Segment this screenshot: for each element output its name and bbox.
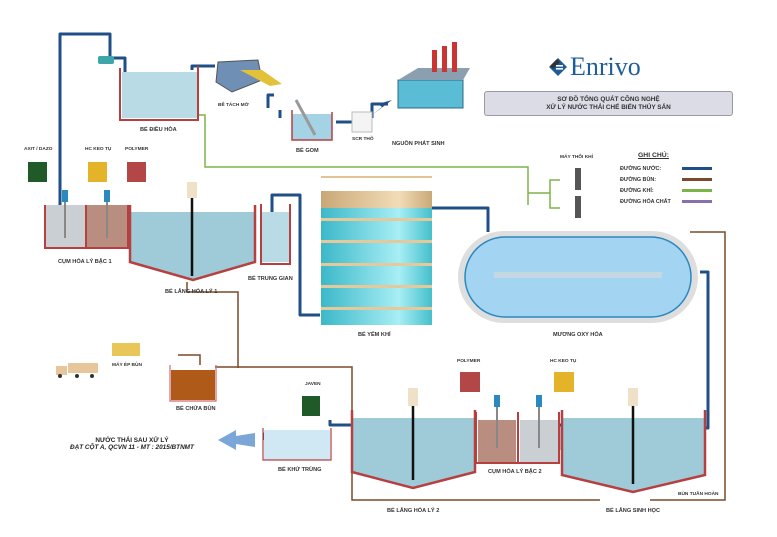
brand-logo: Enrivo bbox=[548, 52, 641, 82]
intermediate-tank bbox=[262, 212, 290, 262]
label-settling2: BỂ LẮNG HÓA LÝ 2 bbox=[387, 506, 439, 514]
sludge-tank bbox=[171, 370, 215, 400]
discharge-line-2: ĐẠT CỘT A, QCVN 11 - MT : 2015/BTNMT bbox=[70, 444, 194, 451]
legend-item: ĐƯỜNG NƯỚC: bbox=[620, 163, 740, 174]
blower-icon bbox=[575, 168, 581, 190]
brand-name: Enrivo bbox=[570, 52, 641, 81]
legend-swatch-sludge bbox=[682, 178, 712, 181]
label-intermediate: BỂ TRUNG GIAN bbox=[248, 275, 293, 282]
title-line-2: XỬ LÝ NƯỚC THẢI CHẾ BIẾN THỦY SẢN bbox=[546, 104, 671, 111]
legend-item: ĐƯỜNG HÓA CHẤT bbox=[620, 196, 740, 207]
label-screen: SCR THÔ bbox=[352, 134, 374, 142]
legend-label: ĐƯỜNG BÙN: bbox=[620, 176, 657, 183]
label-acid: AXIT / DAZO bbox=[24, 146, 53, 152]
label-poly1: POLYMER bbox=[125, 146, 149, 152]
legend-label: ĐƯỜNG KHÍ: bbox=[620, 187, 654, 194]
truck-icon bbox=[56, 363, 98, 378]
blower-icon bbox=[575, 196, 581, 218]
label-sludge-return: BÙN TUẦN HOÀN bbox=[678, 490, 719, 497]
physchem2 bbox=[475, 395, 560, 464]
filter-press-icon bbox=[112, 343, 140, 356]
chem-tank-coag2 bbox=[554, 372, 574, 392]
label-coag1: HC KEO TỤ bbox=[85, 146, 112, 152]
chem-tank-poly1 bbox=[127, 162, 146, 182]
label-filter-press: MÁY ÉP BÙN bbox=[112, 360, 142, 368]
label-physchem2: CỤM HÓA LÝ BẬC 2 bbox=[488, 467, 542, 475]
diagram-title: SƠ ĐỒ TỔNG QUÁT CÔNG NGHỆ XỬ LÝ NƯỚC THẢ… bbox=[484, 91, 733, 116]
pump-icon bbox=[98, 56, 114, 64]
legend-swatch-chemical bbox=[682, 200, 712, 203]
discharge-line-1: NƯỚC THẢI SAU XỬ LÝ bbox=[95, 437, 169, 444]
chem-tank-acid bbox=[28, 162, 47, 182]
label-coag2: HC KEO TỤ bbox=[550, 358, 577, 364]
label-sludge-tank: BỂ CHỨA BÙN bbox=[176, 405, 216, 412]
enrivo-logo-icon bbox=[549, 58, 567, 76]
label-settling1: BỂ LẮNG HÓA LÝ 1 bbox=[165, 287, 217, 295]
label-blower: MÁY THỔI KHÍ bbox=[560, 152, 594, 160]
legend-label: ĐƯỜNG HÓA CHẤT bbox=[620, 198, 671, 205]
label-oxidation: MƯƠNG OXY HÓA bbox=[553, 330, 603, 338]
legend-title: GHI CHÚ: bbox=[638, 152, 669, 159]
disinfection-tank bbox=[264, 430, 330, 460]
label-javen: JAVEN bbox=[305, 381, 321, 387]
label-bio-settling: BỂ LẮNG SINH HỌC bbox=[606, 506, 660, 514]
equalization-tank bbox=[122, 72, 197, 118]
legend: GHI CHÚ: ĐƯỜNG NƯỚC: ĐƯỜNG BÙN: ĐƯỜNG KH… bbox=[620, 152, 740, 207]
legend-swatch-water bbox=[682, 167, 712, 170]
label-grease: BỂ TÁCH MỠ bbox=[218, 101, 250, 108]
discharge-arrow-icon bbox=[218, 430, 255, 450]
label-anaerobic: BỂ YẾM KHÍ bbox=[358, 330, 391, 338]
legend-label: ĐƯỜNG NƯỚC: bbox=[620, 165, 662, 172]
factory-icon bbox=[372, 42, 470, 115]
chem-tank-javen bbox=[302, 396, 320, 416]
legend-item: ĐƯỜNG KHÍ: bbox=[620, 185, 740, 196]
coarse-screen bbox=[351, 111, 373, 133]
label-physchem1: CỤM HÓA LÝ BẬC 1 bbox=[58, 257, 112, 265]
sludge-pipes bbox=[178, 231, 726, 501]
label-disinfection: BỂ KHỬ TRÙNG bbox=[278, 466, 322, 473]
title-line-1: SƠ ĐỒ TỔNG QUÁT CÔNG NGHỆ bbox=[557, 96, 660, 103]
label-equalization: BỂ ĐIỀU HÒA bbox=[140, 125, 177, 133]
legend-swatch-air bbox=[682, 189, 712, 192]
physchem1 bbox=[44, 190, 129, 249]
label-poly2: POLYMER bbox=[457, 358, 481, 364]
discharge-note: NƯỚC THẢI SAU XỬ LÝ ĐẠT CỘT A, QCVN 11 -… bbox=[70, 437, 194, 451]
legend-item: ĐƯỜNG BÙN: bbox=[620, 174, 740, 185]
label-sump: BỂ GOM bbox=[296, 147, 319, 154]
grease-separator bbox=[215, 59, 282, 93]
label-source: NGUỒN PHÁT SINH bbox=[392, 140, 445, 147]
anaerobic-tank bbox=[321, 176, 432, 325]
chem-tank-poly2 bbox=[460, 372, 480, 392]
chem-tank-coag1 bbox=[88, 162, 107, 182]
